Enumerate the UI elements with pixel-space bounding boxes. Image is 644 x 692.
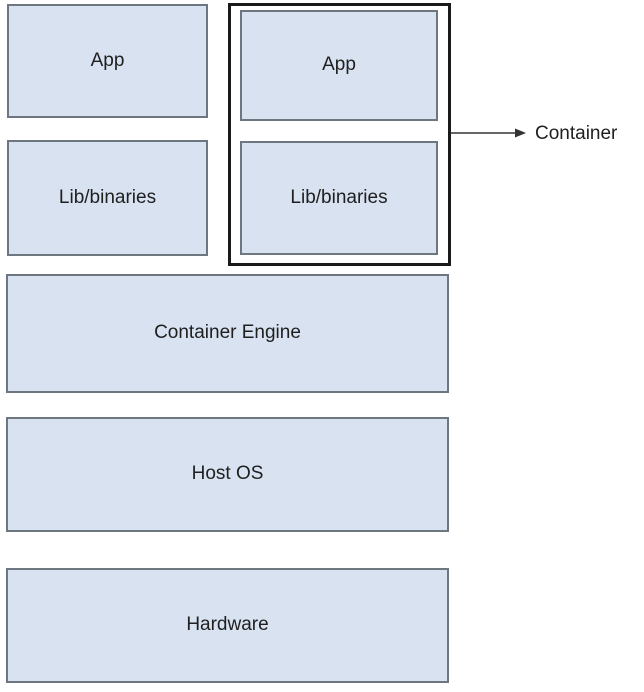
host-os-layer: Host OS [6,417,449,532]
container-callout-label: Container [535,123,618,144]
app-box-container-label: App [322,54,356,76]
container-engine-layer: Container Engine [6,274,449,393]
hardware-layer-label: Hardware [186,614,269,636]
lib-binaries-box-container: Lib/binaries [240,141,438,255]
container-boundary-frame: App Lib/binaries [228,3,451,266]
host-os-layer-label: Host OS [191,463,264,485]
lib-binaries-box-left-label: Lib/binaries [58,186,157,208]
app-box-container: App [240,10,438,121]
hardware-layer: Hardware [6,568,449,683]
lib-binaries-box-left: Lib/binaries [7,140,208,256]
lib-binaries-box-container-label: Lib/binaries [290,186,388,208]
app-box-left: App [7,4,208,118]
container-callout-arrow-icon [451,128,526,138]
container-engine-layer-label: Container Engine [154,322,301,344]
app-box-left-label: App [90,49,125,71]
